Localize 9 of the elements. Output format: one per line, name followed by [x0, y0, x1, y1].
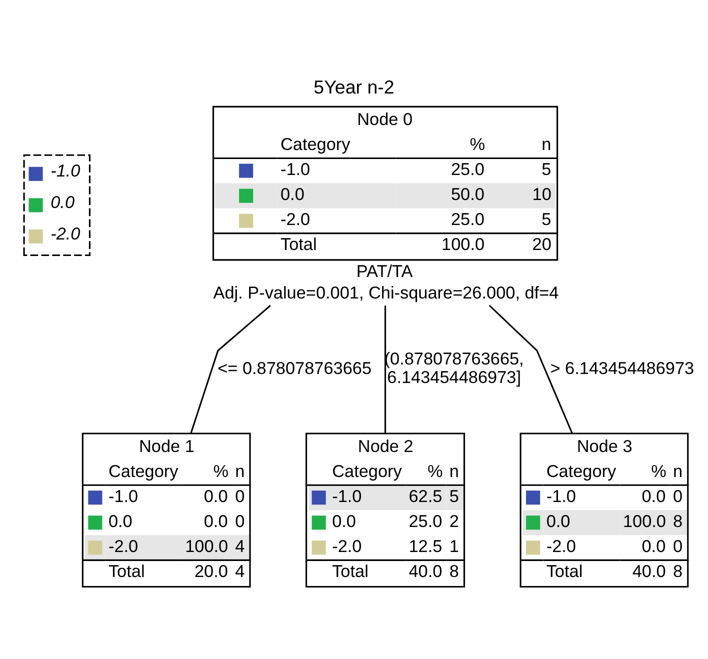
node-label: Adj. P-value=0.001, Chi-square=26.000, df=4 — [213, 282, 559, 303]
edge-label: <= 0.878078763665 — [218, 358, 372, 378]
diagram-title: 5Year n-2 — [314, 76, 394, 98]
edge-label: > 6.143454486973 — [550, 358, 694, 378]
edge-label: (0.878078763665, 6.143454486973] — [384, 348, 524, 388]
legend-label: 0.0 — [50, 192, 75, 212]
legend-label: -2.0 — [50, 223, 80, 244]
node-label: PAT/TA — [356, 260, 413, 281]
legend-label: -1.0 — [50, 160, 80, 181]
